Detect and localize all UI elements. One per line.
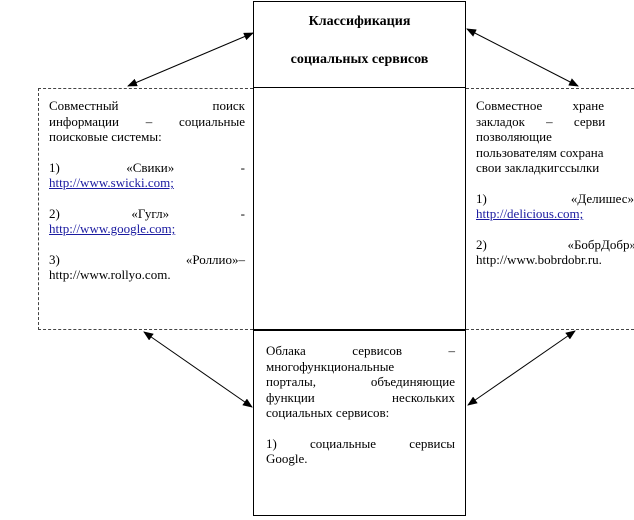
left-item-3-name: «Роллио»– xyxy=(185,251,245,267)
left-item-1-dash: - xyxy=(240,159,245,175)
title-line-2: социальных сервисов xyxy=(290,52,429,67)
left-item-1-link[interactable]: http://www.swicki.com; xyxy=(49,175,174,190)
left-item-1-num: 1) xyxy=(49,159,60,175)
left-line-1: Совместный поиск xyxy=(49,98,245,113)
left-item-2: 2) «Гугл» - xyxy=(49,206,245,222)
bottom-line-5: социальных сервисов: xyxy=(266,405,390,420)
right-item-1-num: 1) xyxy=(476,190,487,206)
left-item-2-link[interactable]: http://www.google.com; xyxy=(49,221,176,236)
title-box: Классификация социальных сервисов xyxy=(253,1,466,88)
left-item-2-name: «Гугл» xyxy=(131,205,170,221)
left-line-2: информации – социальные xyxy=(49,113,245,129)
right-line-1-text: Совместное хране xyxy=(476,98,604,113)
left-item-3: 3) «Роллио»– xyxy=(49,252,245,268)
right-item-1: 1) «Делишес» xyxy=(476,191,634,207)
bottom-item-line-2: Google. xyxy=(266,451,308,466)
right-line-5: свои закладкигссылки xyxy=(476,160,600,175)
right-item-1-link[interactable]: http://delicious.com; xyxy=(476,206,584,221)
right-line-3: позволяющие xyxy=(476,129,552,144)
left-item-1-name: «Свики» xyxy=(126,159,175,175)
bottom-line-2: многофункциональные xyxy=(266,358,395,374)
left-item-2-dash: - xyxy=(240,205,245,221)
left-line-3: поисковые системы: xyxy=(49,129,162,144)
social-search-box: Совместный поиск информации – социальные… xyxy=(38,88,253,330)
arrow-right-bottom xyxy=(467,330,576,406)
right-line-4: пользователям сохрана xyxy=(476,144,604,160)
center-box xyxy=(253,88,466,330)
right-line-2: закладок – серви xyxy=(476,113,606,129)
bottom-line-3: порталы, объединяющие xyxy=(266,374,455,389)
left-item-3-num: 3) xyxy=(49,251,60,267)
right-item-2-name: «БобрДобр» xyxy=(567,236,634,252)
right-item-1-name: «Делишес» xyxy=(570,190,634,206)
bottom-item-line-1: 1) социальные сервисы xyxy=(266,435,455,451)
right-item-2-num: 2) xyxy=(476,236,487,252)
service-clouds-box: Облака сервисов – многофункциональные по… xyxy=(253,330,466,516)
arrow-left-bottom xyxy=(143,331,253,408)
left-item-3-url: http://www.rollyo.com. xyxy=(49,267,171,282)
right-line-1: Совместное хране xyxy=(476,98,634,114)
bottom-line-4: функции нескольких xyxy=(266,389,455,405)
left-item-1: 1) «Свики» - xyxy=(49,160,245,176)
arrow-title-right xyxy=(466,28,579,87)
bookmarks-box: Совместное хране закладок – серви позвол… xyxy=(466,88,634,330)
right-item-2: 2) «БобрДобр» xyxy=(476,237,634,253)
bottom-line-1: Облака сервисов – xyxy=(266,343,455,358)
title-line-1: Классификация xyxy=(308,14,411,29)
arrow-title-left xyxy=(127,32,254,87)
left-item-2-num: 2) xyxy=(49,205,60,221)
right-item-2-url: http://www.bobrdobr.ru. xyxy=(476,252,602,267)
